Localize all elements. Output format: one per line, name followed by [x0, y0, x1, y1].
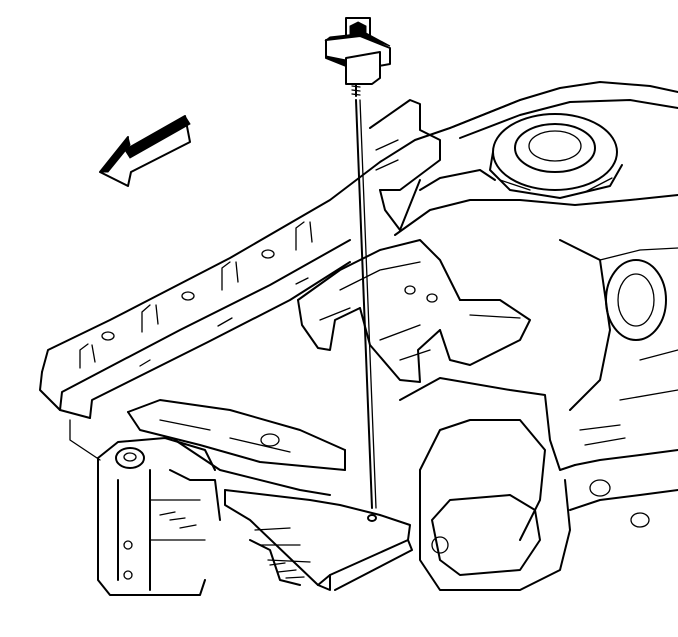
arrow-forward-icon	[98, 115, 191, 187]
bolt-retainer-icon	[324, 17, 391, 97]
upper-mount-bracket	[369, 99, 441, 231]
center-bracket	[297, 239, 531, 383]
strut-tower	[394, 81, 678, 411]
right-inner-fender	[399, 377, 678, 591]
left-lower-support	[97, 437, 221, 596]
lower-mount-plate	[224, 489, 413, 591]
upper-tie-bar	[39, 99, 521, 461]
diagonal-brace	[127, 399, 346, 496]
installation-leader-line	[355, 99, 377, 509]
